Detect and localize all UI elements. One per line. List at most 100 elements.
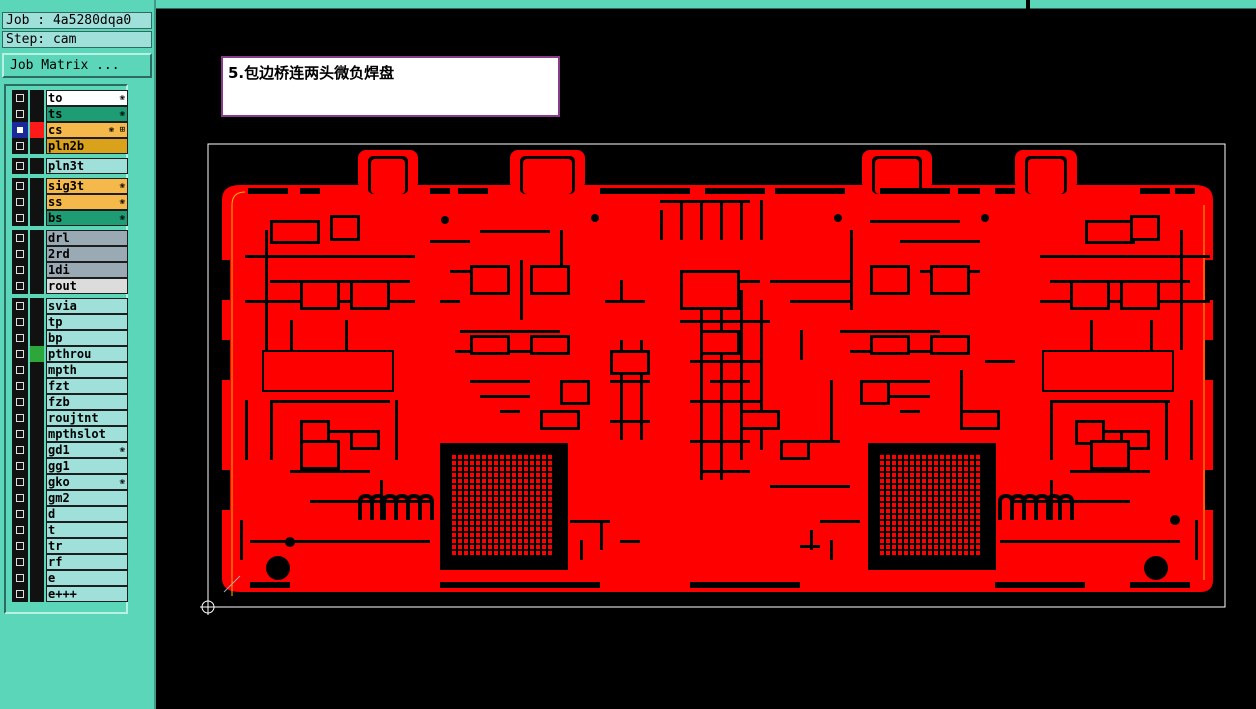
layer-row-tp[interactable]: tp xyxy=(10,314,128,330)
layer-name[interactable]: pln3t xyxy=(46,158,128,174)
layer-color-swatch[interactable] xyxy=(30,314,44,330)
layer-name[interactable]: tr xyxy=(46,538,128,554)
layer-name[interactable]: pthrou xyxy=(46,346,128,362)
layer-name[interactable]: e xyxy=(46,570,128,586)
layer-checkbox[interactable] xyxy=(12,554,28,570)
layer-color-swatch[interactable] xyxy=(30,246,44,262)
layer-name[interactable]: pln2b xyxy=(46,138,128,154)
layer-name[interactable]: to❀ xyxy=(46,90,128,106)
layer-row-drl[interactable]: drl xyxy=(10,230,128,246)
layer-row-ss[interactable]: ss❀ xyxy=(10,194,128,210)
layer-row-gko[interactable]: gko❀ xyxy=(10,474,128,490)
layer-color-swatch[interactable] xyxy=(30,122,44,138)
layer-row-mpthslot[interactable]: mpthslot xyxy=(10,426,128,442)
layer-row-rout[interactable]: rout xyxy=(10,278,128,294)
layer-checkbox[interactable] xyxy=(12,346,28,362)
layer-name[interactable]: svia xyxy=(46,298,128,314)
layer-row-sig3t[interactable]: sig3t❀ xyxy=(10,178,128,194)
layer-row-fzt[interactable]: fzt xyxy=(10,378,128,394)
layer-row-cs[interactable]: cs❀ ⊞ xyxy=(10,122,128,138)
layer-checkbox[interactable] xyxy=(12,362,28,378)
layer-name[interactable]: 1di xyxy=(46,262,128,278)
layer-checkbox[interactable] xyxy=(12,194,28,210)
layer-color-swatch[interactable] xyxy=(30,230,44,246)
layer-name[interactable]: tp xyxy=(46,314,128,330)
layer-name[interactable]: fzb xyxy=(46,394,128,410)
layer-row-ts[interactable]: ts❀ xyxy=(10,106,128,122)
layer-name[interactable]: t xyxy=(46,522,128,538)
layer-color-swatch[interactable] xyxy=(30,346,44,362)
layer-checkbox[interactable] xyxy=(12,490,28,506)
layer-name[interactable]: 2rd xyxy=(46,246,128,262)
layer-checkbox[interactable] xyxy=(12,506,28,522)
layer-color-swatch[interactable] xyxy=(30,278,44,294)
layer-name[interactable]: mpthslot xyxy=(46,426,128,442)
pcb-board-view[interactable] xyxy=(156,8,1256,709)
layer-checkbox[interactable] xyxy=(12,426,28,442)
layer-row-roujtnt[interactable]: roujtnt xyxy=(10,410,128,426)
layer-checkbox[interactable] xyxy=(12,570,28,586)
layer-name[interactable]: e+++ xyxy=(46,586,128,602)
layer-color-swatch[interactable] xyxy=(30,330,44,346)
layer-checkbox[interactable] xyxy=(12,278,28,294)
layer-checkbox[interactable] xyxy=(12,410,28,426)
layer-row-d[interactable]: d xyxy=(10,506,128,522)
layer-color-swatch[interactable] xyxy=(30,410,44,426)
layer-color-swatch[interactable] xyxy=(30,158,44,174)
layer-name[interactable]: roujtnt xyxy=(46,410,128,426)
layer-checkbox[interactable] xyxy=(12,138,28,154)
layer-checkbox[interactable] xyxy=(12,394,28,410)
layer-name[interactable]: d xyxy=(46,506,128,522)
layer-color-swatch[interactable] xyxy=(30,138,44,154)
layer-name[interactable]: bp xyxy=(46,330,128,346)
layer-color-swatch[interactable] xyxy=(30,298,44,314)
layer-row-e[interactable]: e xyxy=(10,570,128,586)
layer-checkbox[interactable] xyxy=(12,178,28,194)
layer-row-e---[interactable]: e+++ xyxy=(10,586,128,602)
layer-row-bs[interactable]: bs❀ xyxy=(10,210,128,226)
graphic-canvas[interactable] xyxy=(156,8,1256,709)
layer-name[interactable]: sig3t❀ xyxy=(46,178,128,194)
layer-name[interactable]: ts❀ xyxy=(46,106,128,122)
layer-name[interactable]: bs❀ xyxy=(46,210,128,226)
layer-color-swatch[interactable] xyxy=(30,378,44,394)
layer-checkbox[interactable] xyxy=(12,314,28,330)
layer-name[interactable]: gd1❀ xyxy=(46,442,128,458)
layer-row-gg1[interactable]: gg1 xyxy=(10,458,128,474)
layer-checkbox[interactable] xyxy=(12,298,28,314)
layer-checkbox[interactable] xyxy=(12,210,28,226)
layer-color-swatch[interactable] xyxy=(30,554,44,570)
layer-color-swatch[interactable] xyxy=(30,442,44,458)
layer-color-swatch[interactable] xyxy=(30,522,44,538)
layer-checkbox[interactable] xyxy=(12,246,28,262)
layer-checkbox[interactable] xyxy=(12,158,28,174)
layer-color-swatch[interactable] xyxy=(30,106,44,122)
layer-color-swatch[interactable] xyxy=(30,90,44,106)
layer-row-bp[interactable]: bp xyxy=(10,330,128,346)
layer-row-pln3t[interactable]: pln3t xyxy=(10,158,128,174)
layer-row-mpth[interactable]: mpth xyxy=(10,362,128,378)
layer-checkbox[interactable] xyxy=(12,330,28,346)
layer-row-to[interactable]: to❀ xyxy=(10,90,128,106)
layer-checkbox[interactable] xyxy=(12,538,28,554)
layer-name[interactable]: gko❀ xyxy=(46,474,128,490)
layer-name[interactable]: fzt xyxy=(46,378,128,394)
layer-row-gd1[interactable]: gd1❀ xyxy=(10,442,128,458)
layer-color-swatch[interactable] xyxy=(30,458,44,474)
layer-row-svia[interactable]: svia xyxy=(10,298,128,314)
layer-checkbox[interactable] xyxy=(12,230,28,246)
layer-checkbox[interactable] xyxy=(12,458,28,474)
layer-checkbox[interactable] xyxy=(12,474,28,490)
layer-checkbox[interactable] xyxy=(12,586,28,602)
layer-color-swatch[interactable] xyxy=(30,194,44,210)
layer-row-gm2[interactable]: gm2 xyxy=(10,490,128,506)
layer-row-tr[interactable]: tr xyxy=(10,538,128,554)
layer-name[interactable]: gg1 xyxy=(46,458,128,474)
layer-color-swatch[interactable] xyxy=(30,538,44,554)
layer-color-swatch[interactable] xyxy=(30,570,44,586)
layer-name[interactable]: cs❀ ⊞ xyxy=(46,122,128,138)
layer-color-swatch[interactable] xyxy=(30,586,44,602)
layer-color-swatch[interactable] xyxy=(30,394,44,410)
layer-checkbox[interactable] xyxy=(12,262,28,278)
layer-name[interactable]: drl xyxy=(46,230,128,246)
